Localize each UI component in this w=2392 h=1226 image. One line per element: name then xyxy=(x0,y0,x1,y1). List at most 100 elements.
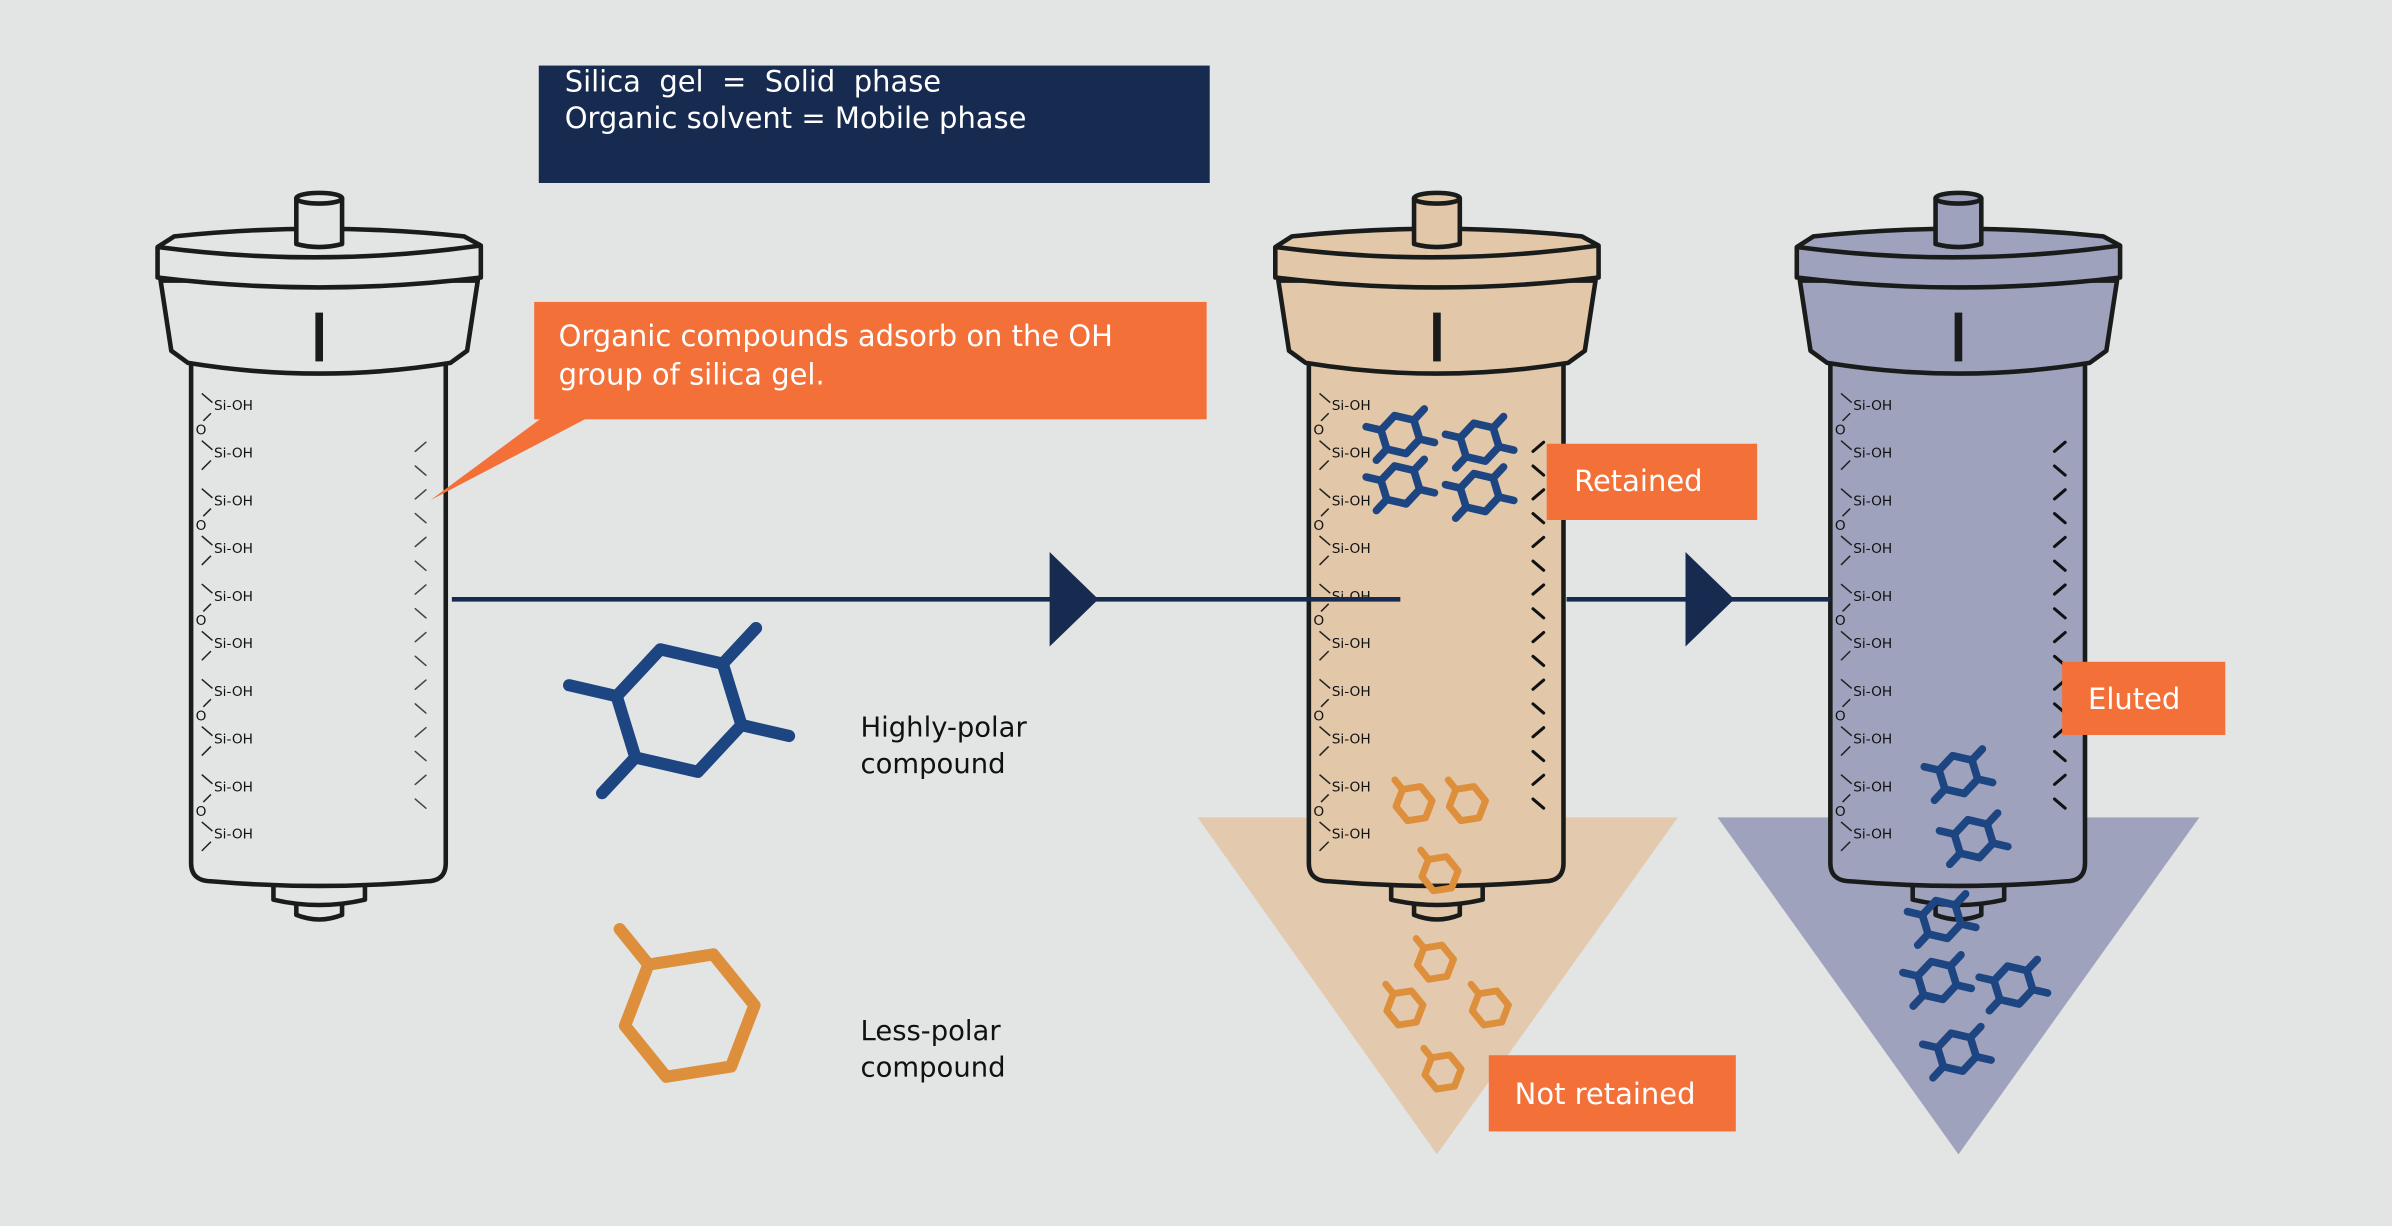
less-polar-molecule-icon xyxy=(1420,1044,1465,1093)
si-oh-label: Si-OH xyxy=(214,684,253,700)
si-oh-label: Si-OH xyxy=(214,445,253,461)
siloxane-o-label: O xyxy=(196,709,207,725)
si-oh-label: Si-OH xyxy=(1853,636,1892,652)
siloxane-o-label: O xyxy=(1835,709,1846,725)
callout-line-2: group of silica gel. xyxy=(559,357,825,391)
silica-surface-ticks xyxy=(1531,440,1546,810)
legend-polar-label-1: Highly-polar xyxy=(861,713,1028,744)
siloxane-o-label: O xyxy=(1313,804,1324,820)
info-box-bg xyxy=(538,65,1210,183)
si-oh-label: Si-OH xyxy=(214,541,253,557)
si-oh-label: Si-OH xyxy=(1332,684,1371,700)
callout-bg xyxy=(534,301,1207,420)
silica-surface-ticks xyxy=(414,441,427,809)
retained-label: Retained xyxy=(1546,443,1758,520)
si-oh-label: Si-OH xyxy=(1853,779,1892,795)
siloxane-o-label: O xyxy=(1835,518,1846,534)
si-oh-label: Si-OH xyxy=(214,827,253,843)
polar-molecule-eluted-icon xyxy=(1975,955,2052,1015)
siloxane-o-label: O xyxy=(196,423,207,439)
siloxane-o-label: O xyxy=(196,613,207,629)
si-oh-label: Si-OH xyxy=(1332,493,1371,509)
process-arrow-2 xyxy=(1566,552,1831,647)
si-oh-label: Si-OH xyxy=(214,779,253,795)
si-oh-label: Si-OH xyxy=(1853,541,1892,557)
retained-label-text: Retained xyxy=(1574,464,1702,498)
column-mark xyxy=(315,312,324,362)
arrow-head-icon xyxy=(1685,552,1735,647)
si-oh-label: Si-OH xyxy=(1332,589,1371,605)
column-mark xyxy=(1954,312,1963,362)
highly-polar-compound-icon xyxy=(563,621,796,800)
arrow-head-icon xyxy=(1049,552,1099,647)
siloxane-o-label: O xyxy=(1835,423,1846,439)
si-oh-label: Si-OH xyxy=(1853,589,1892,605)
si-oh-label: Si-OH xyxy=(1332,731,1371,747)
info-line-solid-phase: Silica gel = Solid phase xyxy=(565,64,941,98)
column-body xyxy=(1306,357,1566,889)
not-retained-label: Not retained xyxy=(1488,1055,1736,1132)
si-oh-label: Si-OH xyxy=(214,731,253,747)
siloxane-o-label: O xyxy=(1313,518,1324,534)
adsorption-callout: Organic compounds adsorb on the OH group… xyxy=(430,301,1207,501)
polar-molecule-retained-icon xyxy=(1441,463,1518,522)
column-loaded: Si-OH Si-OH O Si-OH Si-OH O Si-OH Si-OH O Si-OH Si… xyxy=(1273,190,1601,922)
silanol-groups: Si-OH Si-OH O Si-OH Si-OH O Si-OH Si-OH O Si-OH Si… xyxy=(196,392,253,852)
siloxane-o-label: O xyxy=(1313,423,1324,439)
less-polar-molecule-icon xyxy=(1417,846,1462,895)
polar-molecule-eluted-icon xyxy=(1918,1022,1995,1082)
si-oh-label: Si-OH xyxy=(1332,779,1371,795)
legend-less-polar-label-2: compound xyxy=(861,1053,1006,1084)
column-inlet-nozzle xyxy=(294,195,345,250)
polar-molecule-retained-icon xyxy=(1362,405,1439,465)
less-polar-compound-icon xyxy=(613,922,761,1083)
siloxane-o-label: O xyxy=(1835,613,1846,629)
not-retained-label-bg xyxy=(1488,1055,1736,1132)
column-inlet-nozzle xyxy=(1933,195,1984,250)
retained-label-bg xyxy=(1546,443,1758,520)
column-empty: Si-OH Si-OH O Si-OH Si-OH O Si-OH Si-OH O Si-OH Si… xyxy=(155,190,484,922)
column-eluting: Si-OH Si-OH O Si-OH Si-OH O Si-OH Si-OH O Si-OH Si… xyxy=(1794,190,2123,922)
column-mark xyxy=(1433,312,1441,362)
silanol-groups: Si-OH Si-OH O Si-OH Si-OH O Si-OH Si-OH O Si-OH Si… xyxy=(1835,392,1892,852)
si-oh-label: Si-OH xyxy=(1853,684,1892,700)
eluted-label-bg xyxy=(2062,661,2226,735)
siloxane-o-label: O xyxy=(196,518,207,534)
si-oh-label: Si-OH xyxy=(1853,827,1892,843)
si-oh-label: Si-OH xyxy=(1853,731,1892,747)
si-oh-label: Si-OH xyxy=(214,636,253,652)
siloxane-o-label: O xyxy=(1313,613,1324,629)
si-oh-label: Si-OH xyxy=(214,589,253,605)
less-polar-molecule-icon xyxy=(1412,935,1457,983)
not-retained-label-text: Not retained xyxy=(1515,1077,1696,1111)
polar-molecule-eluted-icon xyxy=(1899,951,1976,1010)
si-oh-label: Si-OH xyxy=(1332,541,1371,557)
info-box: Silica gel = Solid phase Organic solvent… xyxy=(538,64,1210,183)
siloxane-o-label: O xyxy=(1835,804,1846,820)
column-body xyxy=(1828,357,2088,889)
siloxane-o-label: O xyxy=(1313,709,1324,725)
less-polar-molecule-icon xyxy=(1444,776,1489,825)
legend-less-polar-label-1: Less-polar xyxy=(861,1016,1002,1047)
column-body xyxy=(188,357,449,889)
less-polar-molecule-icon xyxy=(1467,980,1512,1029)
polar-molecule-eluted-icon xyxy=(1935,809,2012,869)
si-oh-label: Si-OH xyxy=(1332,827,1371,843)
si-oh-label: Si-OH xyxy=(1853,445,1892,461)
column-inlet-nozzle xyxy=(1411,195,1463,250)
si-oh-label: Si-OH xyxy=(1853,398,1892,414)
si-oh-label: Si-OH xyxy=(214,493,253,509)
polar-molecule-eluted-icon xyxy=(1903,890,1980,949)
si-oh-label: Si-OH xyxy=(214,398,253,414)
less-polar-molecule-icon xyxy=(1382,980,1427,1029)
polar-molecule-retained-icon xyxy=(1441,412,1518,472)
legend-polar-label-2: compound xyxy=(861,749,1006,780)
elution-funnel-loaded xyxy=(1197,817,1678,1155)
si-oh-label: Si-OH xyxy=(1853,493,1892,509)
less-polar-molecule-icon xyxy=(1391,776,1436,825)
process-arrow-1 xyxy=(451,552,1401,647)
polar-molecule-eluted-icon xyxy=(1920,745,1997,805)
siloxane-o-label: O xyxy=(196,804,207,820)
si-oh-label: Si-OH xyxy=(1332,398,1371,414)
